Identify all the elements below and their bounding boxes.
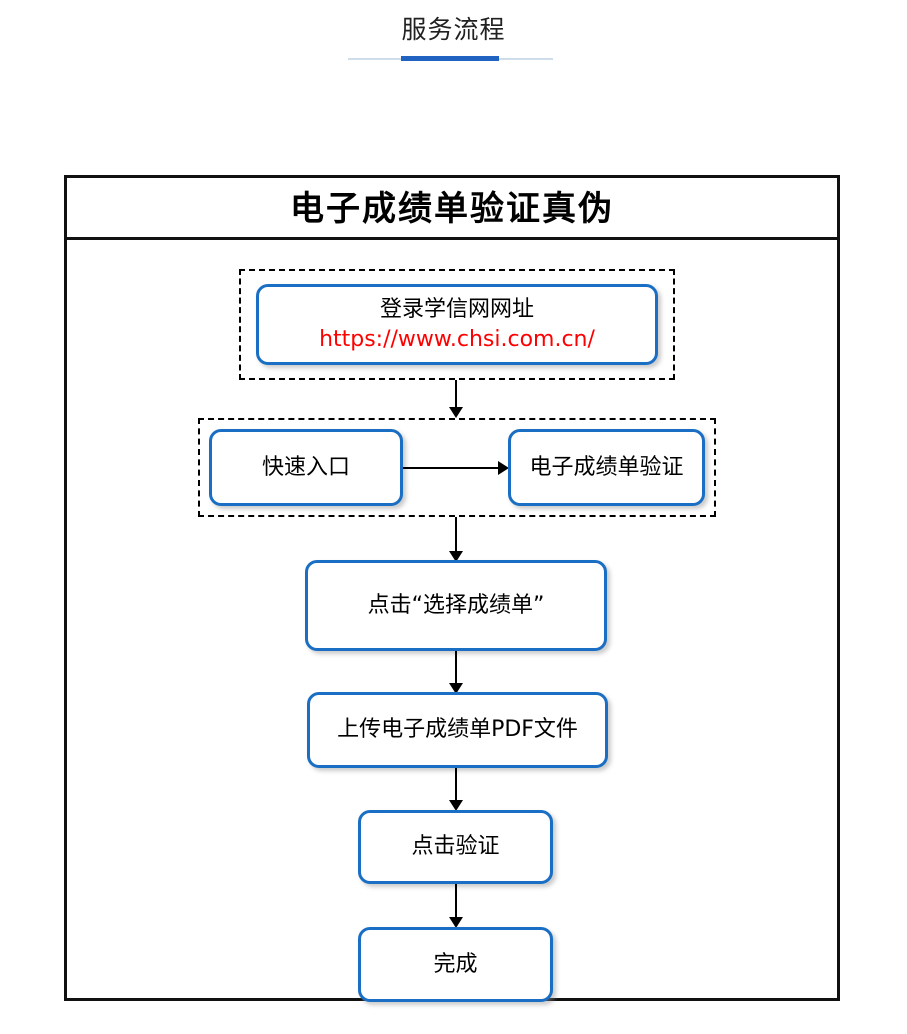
arrow-login-to-entry	[449, 380, 463, 418]
header-rule-accent	[401, 56, 499, 61]
arrow-verify-to-done	[449, 884, 463, 928]
page-title: 服务流程	[401, 15, 506, 44]
flowchart-card: 电子成绩单验证真伪 登录学信网网址 https://www.chsi.com.c…	[64, 175, 840, 1002]
node-quick-entry-label: 快速入口	[261, 454, 350, 480]
page-header: 服务流程	[0, 0, 907, 70]
arrow-verify-to-select	[449, 517, 463, 562]
arrow-upload-to-verify	[449, 768, 463, 811]
node-done-label: 完成	[433, 951, 478, 977]
node-transcript-verify[interactable]: 电子成绩单验证	[508, 429, 705, 506]
flowchart-title: 电子成绩单验证真伪	[67, 178, 837, 240]
node-done[interactable]: 完成	[358, 927, 553, 1002]
node-click-verify[interactable]: 点击验证	[358, 810, 553, 884]
node-quick-entry[interactable]: 快速入口	[209, 429, 403, 506]
node-click-select-transcript-label: 点击“选择成绩单”	[367, 592, 545, 618]
group-login-site	[239, 269, 675, 380]
node-click-verify-label: 点击验证	[411, 834, 500, 859]
group-quick-entry	[198, 418, 716, 517]
node-upload-pdf-label: 上传电子成绩单PDF文件	[337, 717, 578, 742]
node-upload-pdf[interactable]: 上传电子成绩单PDF文件	[307, 692, 608, 768]
flowchart-canvas: 登录学信网网址 https://www.chsi.com.cn/ 快速入口 电子…	[67, 240, 837, 1002]
node-login-site[interactable]: 登录学信网网址 https://www.chsi.com.cn/	[256, 284, 658, 365]
node-click-select-transcript[interactable]: 点击“选择成绩单”	[305, 560, 607, 651]
node-login-site-label: 登录学信网网址	[379, 296, 534, 322]
node-transcript-verify-label: 电子成绩单验证	[529, 454, 684, 480]
arrow-entry-to-verify	[403, 461, 509, 475]
arrow-select-to-upload	[449, 651, 463, 694]
node-login-site-url[interactable]: https://www.chsi.com.cn/	[319, 326, 595, 352]
